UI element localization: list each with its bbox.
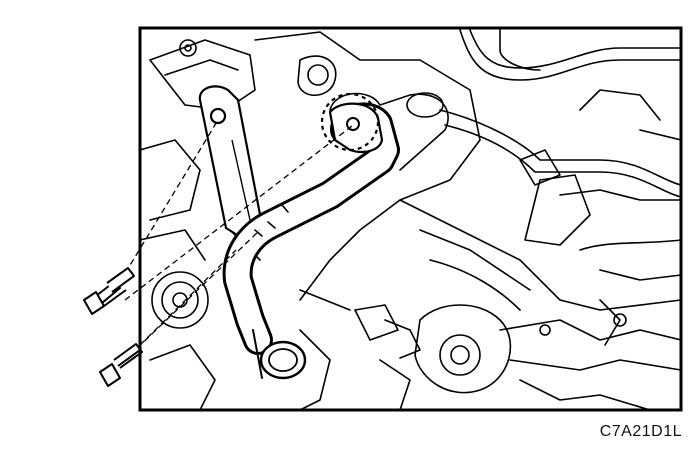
highlight-circle <box>320 92 380 152</box>
coolant-hose <box>222 102 400 380</box>
bracket <box>198 85 264 242</box>
bolt-lower <box>99 343 143 387</box>
engine-block-background <box>140 29 681 410</box>
figure-code: C7A21D1L <box>599 423 682 440</box>
alignment-lines <box>114 119 353 356</box>
bolt-upper <box>83 267 135 315</box>
figure-frame <box>138 26 683 412</box>
